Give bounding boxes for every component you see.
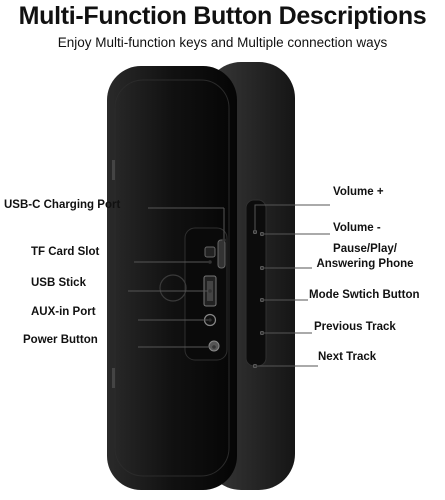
page-subtitle: Enjoy Multi-function keys and Multiple c… bbox=[57, 35, 388, 50]
speaker-face-inset bbox=[114, 79, 230, 477]
label-usb-stick: USB Stick bbox=[31, 277, 86, 289]
label-next-track: Next Track bbox=[318, 351, 377, 363]
label-previous-track: Previous Track bbox=[314, 321, 396, 333]
label-power-button: Power Button bbox=[23, 334, 98, 346]
button-panel bbox=[245, 199, 267, 367]
label-tf-card-slot: TF Card Slot bbox=[31, 246, 100, 258]
usb-c-port bbox=[217, 239, 226, 269]
label-pause-play-line1: Pause/Play/ bbox=[333, 243, 397, 255]
page-title: Multi-Function Button Descriptions bbox=[18, 2, 427, 30]
speaker-logo-circle bbox=[159, 274, 187, 302]
label-pause-play: Pause/Play/ Answering Phone bbox=[310, 242, 420, 272]
label-volume-up: Volume + bbox=[333, 186, 384, 198]
label-volume-down: Volume - bbox=[333, 222, 381, 234]
leader-lines-left bbox=[128, 207, 225, 348]
leader-lines-right bbox=[254, 204, 330, 367]
label-usb-c-port: USB-C Charging Port bbox=[4, 199, 121, 211]
label-pause-play-line2: Answering Phone bbox=[316, 258, 414, 270]
tf-card-slot bbox=[204, 246, 216, 258]
label-mode-switch: Mode Swtich Button bbox=[309, 289, 420, 301]
speaker-face bbox=[107, 66, 237, 490]
label-aux-in-port: AUX-in Port bbox=[31, 306, 96, 318]
